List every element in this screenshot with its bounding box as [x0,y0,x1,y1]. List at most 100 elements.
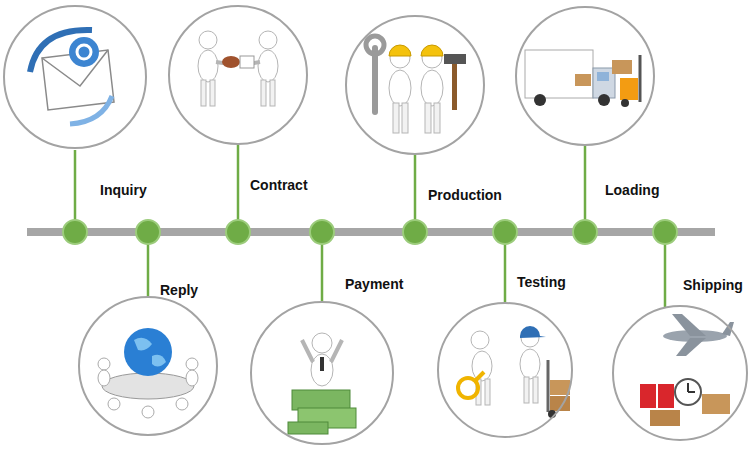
handshake-figures [259,31,277,49]
worker-figures [421,70,443,106]
timeline-dot [63,220,87,244]
truck-forklift [575,74,591,86]
shipping-icon [658,384,674,408]
step-label: Reply [160,282,198,298]
envelope-icon [30,30,114,124]
globe-meeting [186,370,198,386]
timeline-dot [573,220,597,244]
globe-meeting [98,370,110,386]
money-figure [302,340,313,362]
shipping-icon [672,314,706,336]
step-label: Loading [605,182,659,198]
shipping-icon [688,391,695,393]
step-circle: Reply [78,296,218,436]
step-label: Shipping [683,277,743,293]
timeline-stems [237,145,240,232]
timeline-dot [136,220,160,244]
truck-forklift [534,94,546,106]
worker-figures [452,60,457,110]
globe-meeting [98,328,198,418]
worker-figures [421,45,443,56]
timeline-stems [75,145,665,308]
inspection-figures [458,326,570,418]
truck-forklift [612,60,632,74]
timeline-dot [63,220,677,244]
worker-figures [389,45,411,56]
timeline-dot [493,220,517,244]
envelope-icon [70,96,112,124]
inspection-figures [547,360,550,412]
circle-fill [613,306,747,440]
step-circle: Shipping [612,305,748,441]
shipping-icon [650,410,680,426]
worker-figures [366,36,466,133]
circle-fill [251,302,393,444]
handshake-figures [201,80,206,106]
money-figure [311,354,333,386]
handshake-figures [240,56,254,68]
handshake-figures [198,31,278,106]
step-label: Testing [517,274,566,290]
inspection-figures [476,372,484,380]
timeline-dot [403,220,427,244]
envelope-icon [69,37,99,67]
step-label: Inquiry [100,182,147,198]
step-label: Production [428,187,502,203]
circle-fill [516,7,654,145]
shipping-icon [687,383,689,392]
truck-forklift [525,50,640,107]
shipping-icon [702,394,730,414]
inspection-figures [550,396,570,411]
timeline-dot [310,220,334,244]
circle-fill [346,16,484,154]
handshake-figures [199,31,217,49]
step-circle: Inquiry [3,5,147,149]
money-figure [292,390,350,410]
shipping-icon [640,384,656,408]
inspection-figures [485,379,490,405]
circle-fill [4,6,747,444]
circle-fill [79,297,217,435]
money-figure [320,357,324,371]
inspection-figures [548,410,556,418]
circle-fill [169,6,307,144]
truck-forklift [597,72,609,81]
truck-forklift [621,99,629,107]
inspection-figures [524,377,529,403]
globe-meeting [134,338,152,351]
handshake-figures [198,50,218,82]
circle-fill [4,6,146,148]
money-figure [288,422,328,434]
worker-figures [402,103,408,133]
circle-fill [438,303,572,437]
worker-figures [389,70,411,106]
timeline-dot [226,220,250,244]
inspection-figures [550,380,570,395]
step-circle: Loading [515,6,655,146]
shipping-icon [676,338,706,356]
handshake-figures [261,80,266,106]
globe-meeting [176,398,188,410]
step-circle: Testing [437,302,573,438]
inspection-figures [458,378,478,398]
globe-meeting [124,328,172,376]
step-circle: Payment [250,301,394,445]
worker-figures [366,36,384,54]
inspection-figures [471,331,489,349]
inspection-figures [520,326,546,338]
timeline-dot [653,220,677,244]
shipping-icon [675,379,701,405]
worker-figures [425,103,431,133]
worker-figures [444,54,466,64]
globe-meeting [142,406,154,418]
inspection-figures [533,377,538,403]
envelope-icon [77,45,91,59]
truck-forklift [525,50,593,98]
timeline-bar [27,228,715,236]
inspection-figures [520,349,540,379]
shipping-icon [722,322,734,336]
globe-meeting [98,358,110,370]
worker-figures [393,103,399,133]
